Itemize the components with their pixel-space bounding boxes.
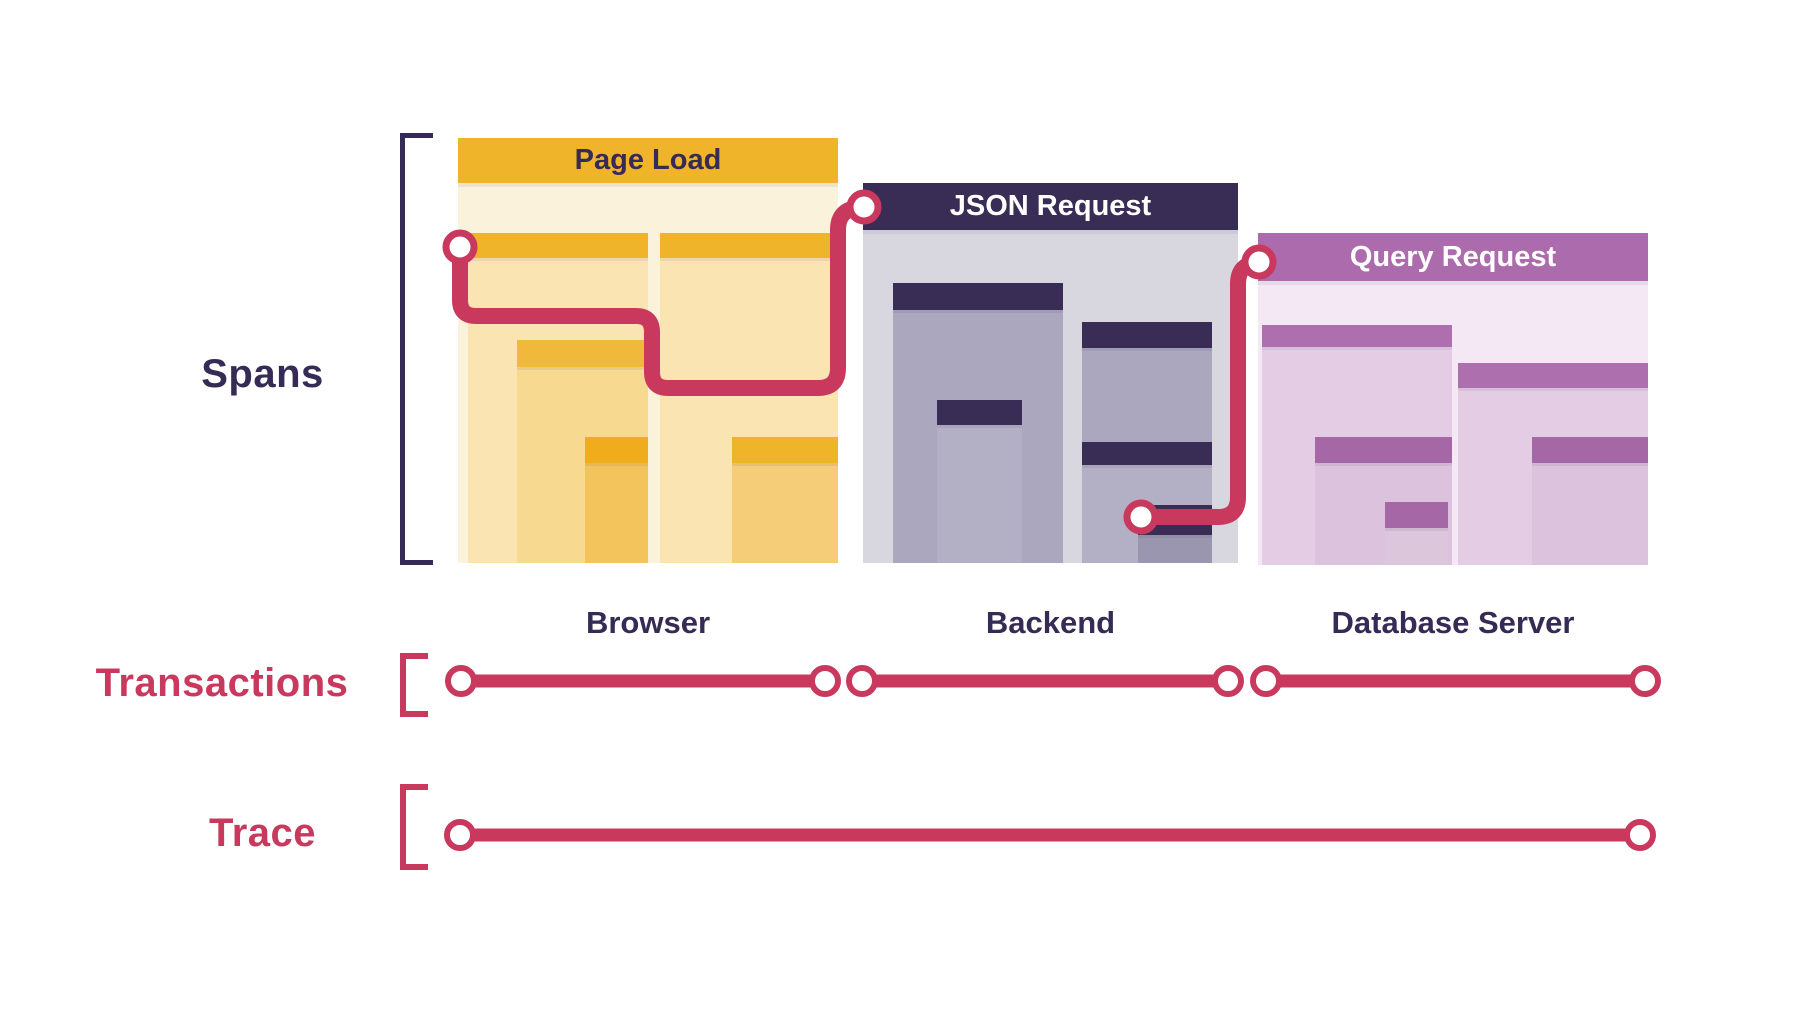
trace-node-page-load-start <box>442 229 478 265</box>
database-span-tree: Query Request <box>1258 233 1648 565</box>
span-bar <box>585 437 648 563</box>
page-load-header: Page Load <box>458 138 838 183</box>
database-server-label: Database Server <box>1331 605 1575 640</box>
transaction-node <box>1629 665 1661 697</box>
trace-node-query-request-start <box>1241 244 1277 280</box>
span-bar-header <box>1532 437 1648 463</box>
span-bar-header <box>732 437 838 463</box>
span-bar-header <box>517 340 648 367</box>
span-bar-header <box>1082 442 1212 465</box>
backend-span-tree: JSON Request <box>863 183 1238 563</box>
backend-label: Backend <box>985 605 1116 640</box>
json-request-header: JSON Request <box>863 183 1238 230</box>
transactions-label: Transactions <box>95 661 349 705</box>
span-bar-header <box>468 233 648 258</box>
transaction-node <box>809 665 841 697</box>
trace-node-json-request-start <box>846 189 882 225</box>
span-bar <box>1385 502 1448 565</box>
span-flow-path-browser-to-backend <box>452 199 870 396</box>
span-bar-header <box>660 233 838 258</box>
trace-node-backend-span <box>1123 499 1159 535</box>
query-request-title: Query Request <box>1349 240 1557 273</box>
span-bar-header <box>893 283 1063 310</box>
span-bar-header <box>1458 363 1648 388</box>
trace-label: Trace <box>208 811 317 855</box>
span-bar-header <box>1315 437 1452 463</box>
browser-label: Browser <box>585 605 711 640</box>
span-flow-path-backend-to-database <box>1142 254 1267 525</box>
span-bar-header <box>1385 502 1448 528</box>
spans-bracket <box>400 133 433 565</box>
transaction-node <box>1250 665 1282 697</box>
span-bar-header <box>1082 322 1212 348</box>
page-load-title: Page Load <box>574 144 722 176</box>
trace-bracket <box>400 784 428 870</box>
spans-label: Spans <box>201 352 324 396</box>
span-bar-header <box>937 400 1022 425</box>
trace-node <box>1624 819 1656 851</box>
query-request-header: Query Request <box>1258 233 1648 281</box>
span-bar-header <box>585 437 648 463</box>
transaction-node <box>445 665 477 697</box>
span-bar <box>732 437 838 563</box>
json-request-title: JSON Request <box>949 190 1152 222</box>
span-bar <box>937 400 1022 563</box>
trace-node <box>444 819 476 851</box>
transaction-node <box>846 665 878 697</box>
transactions-bracket <box>400 653 428 717</box>
transaction-node <box>1212 665 1244 697</box>
span-bar-header <box>1262 325 1452 347</box>
span-bar <box>1532 437 1648 565</box>
